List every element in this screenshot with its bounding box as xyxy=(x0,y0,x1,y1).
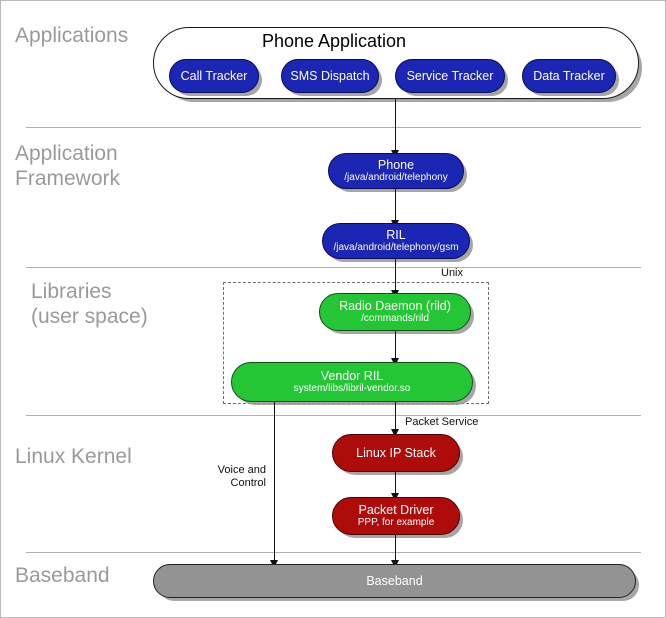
connector-phone-to-ril xyxy=(395,189,397,223)
layer-label-applications: Applications xyxy=(15,24,129,47)
arrow-vendor-ril-to-ip-stack xyxy=(391,429,399,437)
framework-node-ril-subtitle: /java/android/telephony/gsm xyxy=(333,242,459,253)
connector-vendor-ril-to-ip-stack xyxy=(395,402,397,434)
kernel-node-linux-ip-stack-title: Linux IP Stack xyxy=(356,446,436,460)
annotation-packet-service: Packet Service xyxy=(405,416,479,428)
app-node-data-tracker[interactable]: Data Tracker xyxy=(522,59,616,93)
framework-node-phone-subtitle: /java/android/telephony xyxy=(344,172,448,183)
library-node-vendor-ril-title: Vendor RIL xyxy=(320,369,384,383)
app-node-service-tracker-label: Service Tracker xyxy=(406,69,494,83)
connector-ril-to-rild xyxy=(395,259,397,293)
library-node-vendor-ril-subtitle: system/libs/libril-vendor.so xyxy=(293,383,411,394)
layer-label-linux-kernel: Linux Kernel xyxy=(15,445,132,468)
app-node-call-tracker-label: Call Tracker xyxy=(180,69,248,83)
divider-framework xyxy=(26,267,641,268)
kernel-node-packet-driver[interactable]: Packet Driver PPP, for example xyxy=(332,497,460,535)
unix-region-label: Unix xyxy=(441,267,464,279)
kernel-node-packet-driver-subtitle: PPP, for example xyxy=(357,517,435,528)
divider-applications xyxy=(26,127,641,128)
connector-packet-driver-to-baseband xyxy=(395,535,397,563)
baseband-node-title: Baseband xyxy=(366,574,423,588)
baseband-node[interactable]: Baseband xyxy=(153,564,636,598)
app-node-sms-dispatch-label: SMS Dispatch xyxy=(290,69,370,83)
kernel-node-linux-ip-stack[interactable]: Linux IP Stack xyxy=(332,434,460,472)
kernel-node-packet-driver-title: Packet Driver xyxy=(358,503,434,517)
layer-label-baseband: Baseband xyxy=(15,564,110,587)
unix-region xyxy=(223,282,489,404)
app-node-sms-dispatch[interactable]: SMS Dispatch xyxy=(281,59,379,93)
app-node-data-tracker-label: Data Tracker xyxy=(533,69,605,83)
connector-vendor-ril-to-baseband-voice xyxy=(274,402,276,563)
library-node-vendor-ril[interactable]: Vendor RIL system/libs/libril-vendor.so xyxy=(231,362,473,402)
app-node-call-tracker[interactable]: Call Tracker xyxy=(169,59,259,93)
connector-ip-stack-to-packet-driver xyxy=(395,472,397,498)
app-node-service-tracker[interactable]: Service Tracker xyxy=(395,59,505,93)
library-node-radio-daemon[interactable]: Radio Daemon (rild) /commands/rild xyxy=(319,293,471,331)
annotation-voice-and-control: Voice and Control xyxy=(217,464,266,489)
phone-application-title: Phone Application xyxy=(261,31,407,51)
connector-rild-to-vendor-ril xyxy=(395,331,397,363)
framework-node-phone[interactable]: Phone /java/android/telephony xyxy=(328,153,464,189)
layer-label-libraries: Libraries (user space) xyxy=(31,280,148,328)
divider-libraries xyxy=(26,415,641,416)
framework-node-phone-title: Phone xyxy=(377,158,415,172)
framework-node-ril-title: RIL xyxy=(386,228,406,242)
library-node-radio-daemon-subtitle: /commands/rild xyxy=(361,313,429,324)
library-node-radio-daemon-title: Radio Daemon (rild) xyxy=(339,299,451,313)
framework-node-ril[interactable]: RIL /java/android/telephony/gsm xyxy=(322,223,470,259)
connector-app-to-phone xyxy=(395,99,397,153)
layer-label-application-framework: Application Framework xyxy=(15,142,121,190)
divider-kernel xyxy=(26,552,641,553)
